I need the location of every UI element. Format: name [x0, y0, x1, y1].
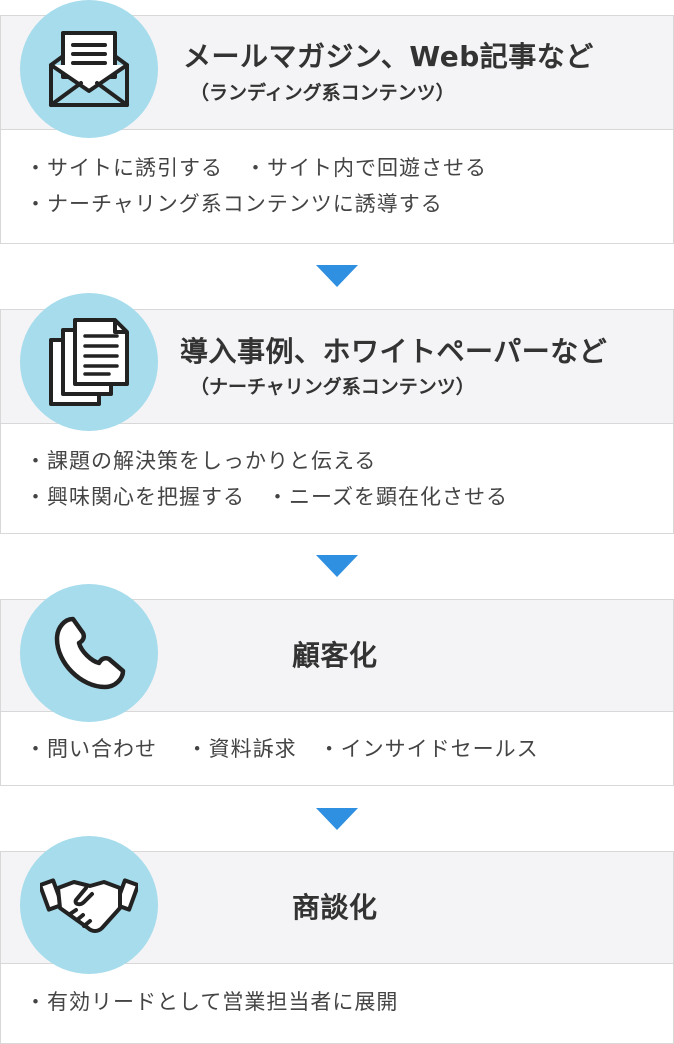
step-4-line-1: ・有効リードとして営業担当者に展開	[25, 990, 399, 1014]
step-4-title: 商談化	[292, 891, 378, 924]
flow-arrow-1	[316, 265, 358, 287]
step-2-title: 導入事例、ホワイトペーパーなど	[180, 335, 608, 368]
step-1-line-2: ・ナーチャリング系コンテンツに誘導する	[25, 192, 443, 216]
step-3-title: 顧客化	[292, 639, 378, 672]
step-1-line-1: ・サイトに誘引する ・サイト内で回遊させる	[25, 156, 487, 180]
step-1-subtitle: （ランディング系コンテンツ）	[190, 82, 455, 104]
step-2-subtitle: （ナーチャリング系コンテンツ）	[190, 376, 475, 398]
step-2-line-2: ・興味関心を把握する ・ニーズを顕在化させる	[25, 485, 508, 509]
handshake-icon	[40, 878, 138, 933]
envelope-icon-circle	[20, 0, 158, 138]
step-3-line-1: ・問い合わせ ・資料訴求 ・インサイドセールス	[25, 737, 539, 761]
flow-arrow-3	[316, 808, 358, 830]
envelope-icon	[49, 31, 129, 107]
step-1-title: メールマガジン、Web記事など	[183, 40, 594, 73]
phone-icon	[54, 616, 126, 690]
handshake-icon-circle	[20, 836, 158, 974]
documents-icon-circle	[20, 293, 158, 431]
step-2-line-1: ・課題の解決策をしっかりと伝える	[25, 449, 377, 473]
phone-icon-circle	[20, 584, 158, 722]
flow-arrow-2	[316, 555, 358, 577]
documents-icon	[49, 318, 129, 406]
